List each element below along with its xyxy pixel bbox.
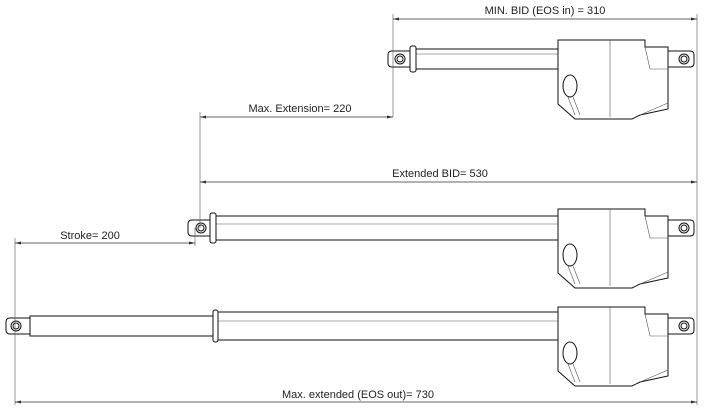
- extended-bid-label: Extended BID= 530: [392, 168, 488, 180]
- dimension-extended-bid: Extended BID= 530: [200, 168, 697, 184]
- actuator-extended: [187, 208, 695, 289]
- dimension-stroke: Stroke= 200: [15, 230, 195, 245]
- max-extended-label: Max. extended (EOS out)= 730: [282, 389, 434, 401]
- dimension-max-extended: Max. extended (EOS out)= 730: [15, 389, 697, 404]
- min-bid-label: MIN. BID (EOS in) = 310: [485, 5, 606, 17]
- extension-lines: [14, 14, 698, 405]
- stroke-label: Stroke= 200: [60, 230, 120, 242]
- dimension-max-extension: Max. Extension= 220: [200, 103, 393, 119]
- dimension-min-bid: MIN. BID (EOS in) = 310: [393, 5, 697, 21]
- actuator-retracted: [387, 39, 695, 120]
- max-extension-label: Max. Extension= 220: [248, 103, 351, 115]
- actuator-max-extended: [5, 306, 695, 387]
